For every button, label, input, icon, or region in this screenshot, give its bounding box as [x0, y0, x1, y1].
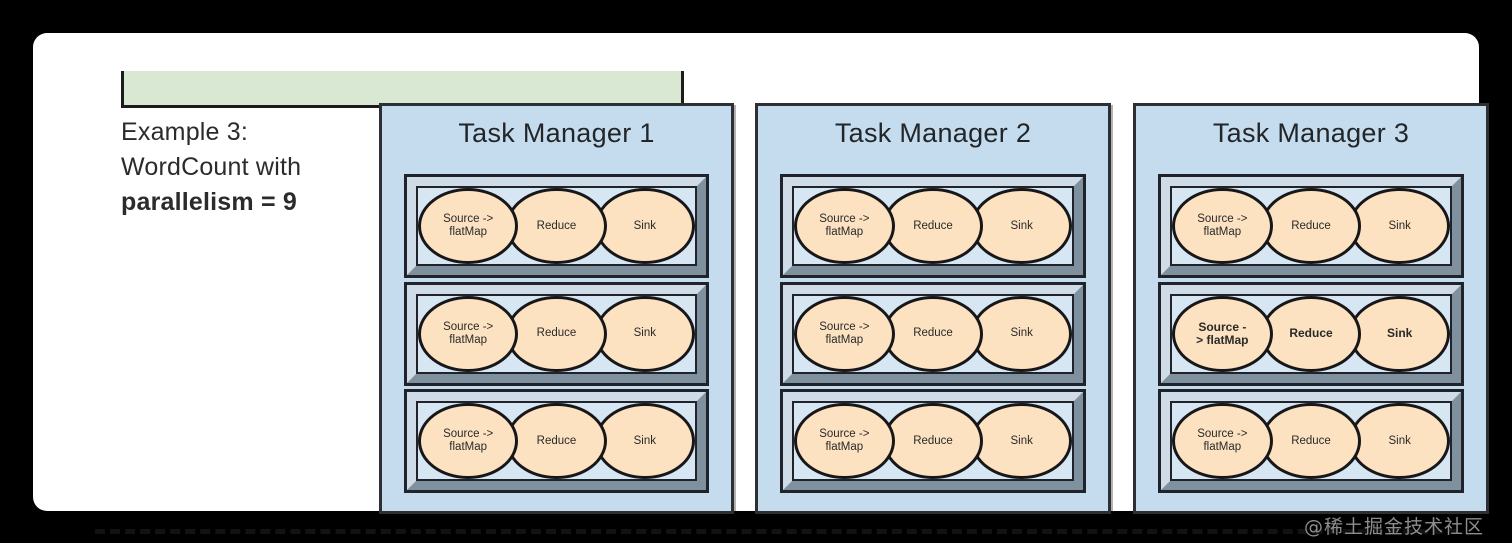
- operator-label-line: Source ->: [819, 428, 870, 440]
- operator-reduce[interactable]: Reduce: [882, 295, 984, 372]
- operator-source-flatmap[interactable]: Source -> flatMap: [1172, 188, 1273, 264]
- operator-label-line: Source ->: [1197, 428, 1248, 440]
- operator-label-line: flatMap: [449, 226, 488, 238]
- operator-label-line: Sink: [633, 434, 656, 447]
- operator-label-line: Source ->: [819, 320, 870, 333]
- operator-label-line: Sink: [1010, 327, 1033, 339]
- operator-reduce[interactable]: Reduce: [1260, 188, 1362, 264]
- operator-label-line: Sink: [1388, 434, 1411, 447]
- operator-label-line: flatMap: [449, 441, 488, 453]
- task-manager-2-title: Task Manager 2: [834, 118, 1032, 148]
- operator-label-line: flatMap: [449, 333, 488, 346]
- task-manager-3-slots: Source -> flatMap Reduce Sink: [1158, 174, 1464, 493]
- task-manager-3[interactable]: Task Manager 3 Source -> flatMap Reduce …: [1133, 103, 1489, 514]
- task-slot[interactable]: Source -> flatMap Reduce Sink: [404, 281, 709, 386]
- task-slot-panel: Source -> flatMap Reduce Sink: [792, 401, 1074, 481]
- operator-sink[interactable]: Sink: [594, 188, 695, 264]
- operator-reduce[interactable]: Reduce: [506, 295, 607, 372]
- operator-source-flatmap[interactable]: Source - > flatMap: [1172, 295, 1273, 372]
- operator-label-line: Sink: [633, 327, 656, 339]
- task-manager-2-slots: Source -> flatMap Reduce Sink: [780, 174, 1086, 493]
- operator-reduce[interactable]: Reduce: [1260, 403, 1362, 479]
- task-manager-2[interactable]: Task Manager 2 Source -> flatMap Reduce …: [755, 103, 1111, 514]
- task-manager-1[interactable]: Task Manager 1 Source -> flatMap Reduce …: [379, 103, 734, 514]
- operator-label-line: Source ->: [1197, 213, 1248, 225]
- operator-label-line: Reduce: [536, 434, 577, 447]
- task-slot-panel: Source -> flatMap Reduce Sink: [792, 186, 1074, 266]
- task-slot-panel: Source -> flatMap Reduce Sink: [416, 186, 697, 266]
- operator-label-line: Sink: [1010, 219, 1033, 232]
- task-slot-highlighted[interactable]: Source - > flatMap Reduce Sink: [1158, 281, 1464, 386]
- operator-label-line: flatMap: [825, 441, 864, 453]
- operator-sink[interactable]: Sink: [1349, 295, 1451, 372]
- task-slot[interactable]: Source -> flatMap Reduce Sink: [1158, 174, 1464, 278]
- operator-label-line: Reduce: [913, 327, 953, 339]
- operator-reduce[interactable]: Reduce: [882, 403, 984, 479]
- operator-label-line: Sink: [633, 219, 656, 232]
- operator-label-line: Source ->: [443, 428, 494, 440]
- slide-caption: Example 3: WordCount with parallelism = …: [121, 115, 366, 220]
- caption-line-1: Example 3:: [121, 118, 249, 146]
- operator-label-line: Source -: [1198, 319, 1247, 334]
- operator-sink[interactable]: Sink: [1349, 403, 1451, 479]
- operator-label-line: Source ->: [819, 213, 870, 225]
- operator-reduce[interactable]: Reduce: [506, 403, 607, 479]
- operator-reduce[interactable]: Reduce: [1260, 295, 1362, 372]
- slide-page: Example 3: WordCount with parallelism = …: [33, 33, 1489, 534]
- operator-label-line: flatMap: [825, 333, 864, 346]
- operator-sink[interactable]: Sink: [971, 403, 1073, 479]
- task-slot-panel: Source -> flatMap Reduce Sink: [1170, 401, 1452, 481]
- operator-sink[interactable]: Sink: [594, 403, 695, 479]
- operator-source-flatmap[interactable]: Source -> flatMap: [794, 403, 895, 479]
- operator-source-flatmap[interactable]: Source -> flatMap: [1172, 403, 1273, 479]
- operator-label-line: flatMap: [1203, 226, 1242, 238]
- operator-sink[interactable]: Sink: [971, 188, 1073, 264]
- task-slot[interactable]: Source -> flatMap Reduce Sink: [404, 389, 709, 493]
- operator-label-line: Reduce: [536, 219, 577, 232]
- task-manager-1-slots: Source -> flatMap Reduce Sink: [404, 174, 709, 493]
- task-slot-panel: Source -> flatMap Reduce Sink: [792, 293, 1074, 374]
- operator-sink[interactable]: Sink: [971, 295, 1073, 372]
- operator-sink[interactable]: Sink: [1349, 188, 1451, 264]
- operator-label-line: Reduce: [913, 219, 953, 232]
- task-slot[interactable]: Source -> flatMap Reduce Sink: [780, 281, 1086, 386]
- operator-source-flatmap[interactable]: Source -> flatMap: [418, 403, 519, 479]
- operator-label-line: Reduce: [913, 434, 953, 447]
- task-manager-3-title: Task Manager 3: [1212, 118, 1410, 148]
- task-slot-panel: Source - > flatMap Reduce Sink: [1170, 293, 1452, 374]
- operator-label-line: Reduce: [1289, 326, 1333, 340]
- dashed-divider: [95, 529, 1458, 534]
- watermark: @稀土掘金技术社区: [1303, 516, 1484, 538]
- task-slot-panel: Source -> flatMap Reduce Sink: [1170, 186, 1452, 266]
- operator-source-flatmap[interactable]: Source -> flatMap: [418, 295, 519, 372]
- operator-sink[interactable]: Sink: [594, 295, 695, 372]
- operator-reduce[interactable]: Reduce: [506, 188, 607, 264]
- operator-label-line: Reduce: [1291, 434, 1331, 447]
- operator-label-line: Sink: [1388, 219, 1411, 232]
- operator-label-line: Sink: [1387, 326, 1413, 340]
- operator-label-line: Source ->: [443, 213, 494, 225]
- task-slot[interactable]: Source -> flatMap Reduce Sink: [1158, 389, 1464, 493]
- operator-source-flatmap[interactable]: Source -> flatMap: [418, 188, 519, 264]
- task-slot[interactable]: Source -> flatMap Reduce Sink: [780, 174, 1086, 278]
- operator-label-line: Reduce: [536, 327, 577, 339]
- operator-label-line: Sink: [1010, 434, 1033, 447]
- operator-label-line: Source ->: [443, 320, 494, 333]
- operator-label-line: flatMap: [1203, 441, 1242, 453]
- operator-source-flatmap[interactable]: Source -> flatMap: [794, 295, 895, 372]
- operator-reduce[interactable]: Reduce: [882, 188, 984, 264]
- caption-line-2: WordCount with: [121, 153, 302, 181]
- task-slot[interactable]: Source -> flatMap Reduce Sink: [780, 389, 1086, 493]
- task-manager-1-title: Task Manager 1: [458, 118, 655, 148]
- caption-line-3: parallelism = 9: [121, 188, 298, 216]
- operator-label-line: > flatMap: [1196, 332, 1249, 347]
- operator-label-line: Reduce: [1291, 219, 1331, 232]
- task-slot-panel: Source -> flatMap Reduce Sink: [416, 293, 697, 374]
- operator-source-flatmap[interactable]: Source -> flatMap: [794, 188, 895, 264]
- task-slot[interactable]: Source -> flatMap Reduce Sink: [404, 174, 709, 278]
- task-slot-panel: Source -> flatMap Reduce Sink: [416, 401, 697, 481]
- operator-label-line: flatMap: [825, 226, 864, 238]
